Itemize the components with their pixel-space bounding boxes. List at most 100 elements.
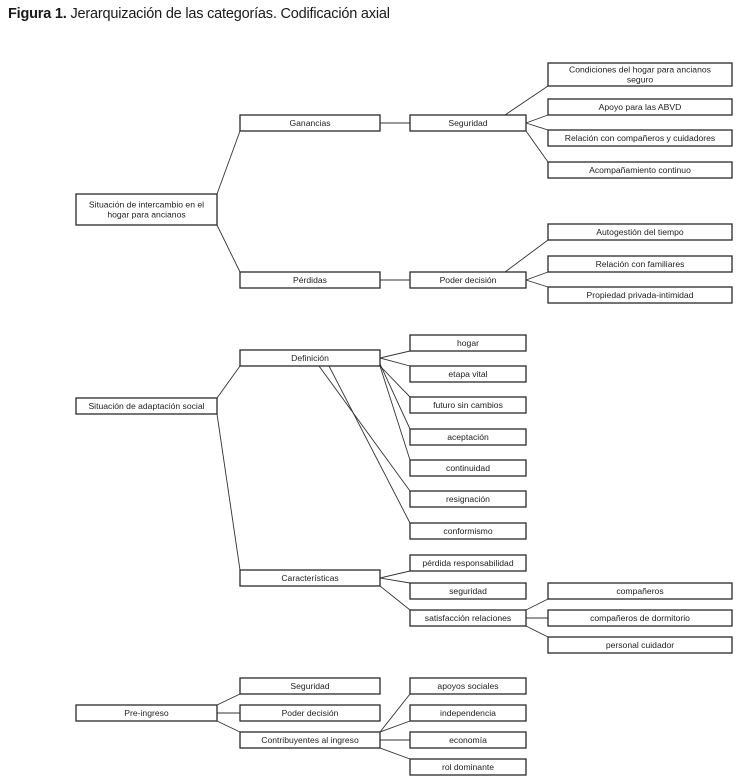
figure-label: Figura 1. <box>8 6 67 22</box>
node-poder-pi: Poder decisión <box>239 704 381 722</box>
node-futuro: futuro sin cambios <box>409 396 527 414</box>
node-label: Apoyo para las ABVD <box>599 102 682 112</box>
node-conformismo: conformismo <box>409 522 527 540</box>
node-continuidad: continuidad <box>409 459 527 477</box>
node-box <box>547 582 733 600</box>
node-preingreso: Pre-ingreso <box>75 704 218 722</box>
node-label: Seguridad <box>448 118 487 128</box>
node-label: hogar para ancianos <box>107 209 185 219</box>
node-box <box>239 349 381 367</box>
node-label: conformismo <box>443 526 492 536</box>
node-caracteristicas: Características <box>239 569 381 587</box>
node-box <box>409 334 527 352</box>
node-seguridad-c: seguridad <box>409 582 527 600</box>
node-label: Características <box>281 573 338 583</box>
edge-contribuyentes-to-apoyos-sociales <box>379 693 411 733</box>
node-box <box>409 459 527 477</box>
node-label: Ganancias <box>289 118 330 128</box>
node-perdidas: Pérdidas <box>239 271 381 289</box>
node-box <box>547 98 733 116</box>
node-perdida-resp: pérdida responsabilidad <box>409 554 527 572</box>
node-label: rol dominante <box>442 762 494 772</box>
node-resignacion: resignación <box>409 490 527 508</box>
node-box <box>547 636 733 654</box>
node-label: Poder decisión <box>440 275 497 285</box>
edge-definicion-to-aceptacion <box>379 363 411 430</box>
edge-caracteristicas-to-satisfaccion <box>379 585 411 611</box>
node-label: Relación con compañeros y cuidadores <box>565 133 715 143</box>
edge-definicion-to-resignacion <box>318 365 411 492</box>
edge-preingreso-to-seguridad-pi <box>216 693 241 706</box>
node-definicion: Definición <box>239 349 381 367</box>
node-box <box>547 609 733 627</box>
node-box <box>547 286 733 304</box>
node-rel-comp-cuid: Relación con compañeros y cuidadores <box>547 129 733 147</box>
node-label: Situación de adaptación social <box>88 401 204 411</box>
node-label: apoyos sociales <box>437 681 498 691</box>
diagram-edges <box>216 85 549 760</box>
node-box <box>547 62 733 87</box>
node-apoyo-abvd: Apoyo para las ABVD <box>547 98 733 116</box>
node-box <box>239 677 381 695</box>
node-acompanamiento: Acompañamiento continuo <box>547 161 733 179</box>
edge-contribuyentes-to-rol-dominante <box>379 747 411 760</box>
edge-intercambio-to-ganancias <box>216 130 241 195</box>
node-label: Acompañamiento continuo <box>589 165 691 175</box>
node-box <box>409 271 527 289</box>
node-box <box>409 428 527 446</box>
figure-title: Jerarquización de las categorías. Codifi… <box>70 6 390 22</box>
edge-poder-p-to-rel-familiares <box>525 271 549 281</box>
node-box <box>75 397 218 415</box>
node-apoyos-sociales: apoyos sociales <box>409 677 527 695</box>
edge-adaptacion-to-definicion <box>216 365 241 399</box>
node-box <box>239 704 381 722</box>
node-label: satisfacción relaciones <box>425 613 511 623</box>
edge-intercambio-to-perdidas <box>216 224 241 273</box>
node-box <box>239 271 381 289</box>
node-satisfaccion: satisfacción relaciones <box>409 609 527 627</box>
node-adaptacion: Situación de adaptación social <box>75 397 218 415</box>
node-box <box>409 609 527 627</box>
node-box <box>547 255 733 273</box>
node-label: pérdida responsabilidad <box>422 558 513 568</box>
figure-caption: Figura 1. Jerarquización de las categorí… <box>8 6 390 22</box>
node-box <box>409 114 527 132</box>
node-label: hogar <box>457 338 479 348</box>
node-seguridad-g: Seguridad <box>409 114 527 132</box>
node-label: continuidad <box>446 463 490 473</box>
node-etapa-vital: etapa vital <box>409 365 527 383</box>
node-box <box>409 554 527 572</box>
node-companeros: compañeros <box>547 582 733 600</box>
edge-satisfaccion-to-personal-cuidador <box>525 625 549 638</box>
node-rel-familiares: Relación con familiares <box>547 255 733 273</box>
node-label: Condiciones del hogar para ancianos <box>569 64 711 74</box>
node-label: resignación <box>446 494 490 504</box>
node-label: compañeros de dormitorio <box>590 613 690 623</box>
edge-definicion-to-continuidad <box>379 365 411 461</box>
node-poder-p: Poder decisión <box>409 271 527 289</box>
node-label: Contribuyentes al ingreso <box>261 735 359 745</box>
node-box <box>409 677 527 695</box>
edge-definicion-to-etapa-vital <box>379 357 411 367</box>
node-box <box>409 758 527 776</box>
edge-satisfaccion-to-companeros <box>525 598 549 611</box>
node-box <box>75 704 218 722</box>
edge-seguridad-g-to-rel-comp-cuid <box>525 122 549 131</box>
edge-seguridad-g-to-apoyo-abvd <box>525 114 549 124</box>
edge-poder-p-to-autogestion <box>504 239 549 273</box>
node-label: independencia <box>440 708 496 718</box>
node-label: seguridad <box>449 586 487 596</box>
node-box <box>409 731 527 749</box>
node-label: personal cuidador <box>606 640 674 650</box>
edge-seguridad-g-to-acompanamiento <box>525 130 549 163</box>
node-box <box>409 365 527 383</box>
node-label: etapa vital <box>448 369 487 379</box>
node-label: seguro <box>627 74 653 84</box>
edge-seguridad-g-to-cond-hogar <box>504 85 549 116</box>
edge-contribuyentes-to-independencia <box>379 720 411 733</box>
node-label: Poder decisión <box>282 708 339 718</box>
node-box <box>409 490 527 508</box>
node-label: Relación con familiares <box>596 259 685 269</box>
edge-definicion-to-hogar <box>379 350 411 359</box>
